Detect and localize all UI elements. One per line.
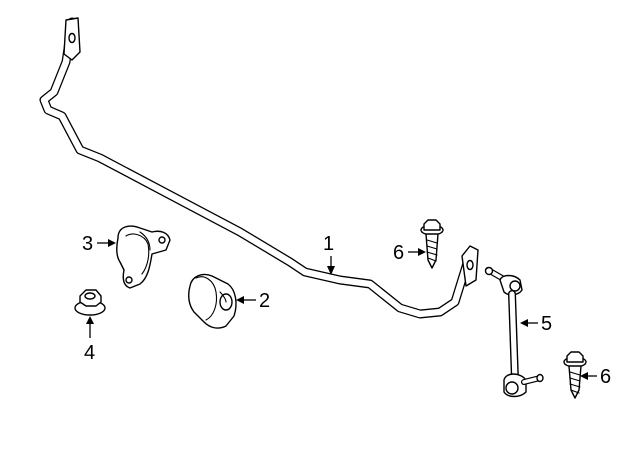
svg-text:6: 6	[600, 366, 611, 388]
callout-6-upper: 6	[393, 242, 426, 264]
callout-3: 3	[82, 233, 116, 255]
callout-4: 4	[84, 316, 95, 364]
bolt-lower[interactable]	[563, 351, 587, 399]
bolt-upper[interactable]	[420, 219, 444, 269]
svg-text:5: 5	[541, 313, 552, 335]
bushing-bracket[interactable]	[115, 225, 171, 289]
callout-6-lower: 6	[580, 366, 611, 388]
stabilizer-bar[interactable]	[39, 17, 479, 319]
callout-5: 5	[520, 313, 552, 335]
svg-text:3: 3	[82, 233, 93, 255]
svg-text:4: 4	[84, 342, 95, 364]
stabilizer-link[interactable]	[484, 266, 544, 398]
flange-nut[interactable]	[74, 289, 106, 316]
svg-text:2: 2	[259, 290, 270, 312]
callout-2: 2	[236, 290, 270, 312]
bushing[interactable]	[188, 273, 237, 329]
svg-text:1: 1	[323, 233, 334, 255]
svg-text:6: 6	[393, 242, 404, 264]
callout-1: 1	[323, 233, 335, 275]
